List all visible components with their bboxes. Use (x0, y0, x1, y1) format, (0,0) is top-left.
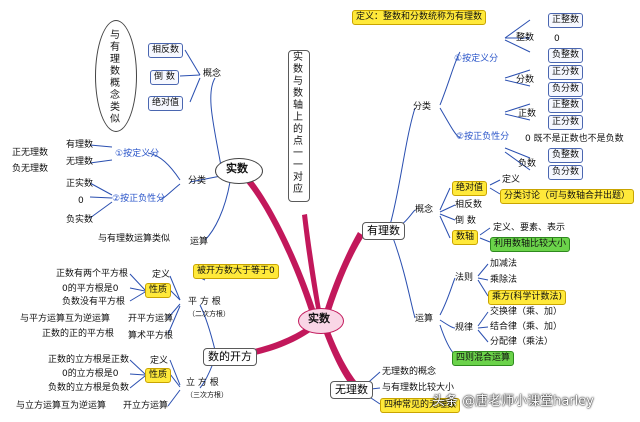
rational-pos-frac: 正分数 (548, 115, 584, 130)
rational-axis-compare: 利用数轴比较大小 (490, 237, 571, 252)
branch-axis (302, 214, 322, 318)
real-zero: 0 (78, 196, 84, 206)
branch-rational (322, 232, 364, 320)
rational-frac-pos: 正分数 (548, 65, 584, 80)
irrational-title: 无理数 (330, 381, 373, 399)
branch-real (244, 175, 318, 320)
rational-def-banner: 定义：整数和分数统称为有理数 (352, 10, 487, 25)
rational-title: 有理数 (362, 222, 405, 240)
real-def-rational: 有理数 (66, 140, 94, 150)
rational-neg-frac: 负分数 (548, 165, 584, 180)
irrational-concept: 无理数的概念 (382, 367, 437, 377)
concept-opposite: 相反数 (148, 43, 184, 58)
real-by-def-label: ①按定义分 (115, 149, 160, 159)
rational-concept-label: 概念 (415, 205, 434, 215)
rational-zero-note: 0 既不是正数也不是负数 (525, 134, 624, 144)
concept-reciprocal: 倒 数 (150, 70, 179, 85)
rational-law-distributive: 分配律（乘法） (490, 337, 554, 347)
roots-title: 数的开方 (203, 348, 257, 366)
axis-correspondence-text: 实数与数轴上的点一一对应 (293, 52, 303, 195)
rational-classify-label: 分类 (413, 102, 432, 112)
square-op-2-note: 正数的正的平方根 (42, 329, 115, 339)
cube-op: 开立方运算 (123, 401, 169, 411)
square-op-1-note: 与平方运算互为逆运算 (20, 314, 111, 324)
rational-pos-label: 正数 (518, 109, 537, 119)
branch-irrational (322, 326, 356, 385)
rational-rule-add: 加减法 (490, 259, 518, 269)
cube-prop-1: 正数的立方根是正数 (48, 355, 130, 365)
rational-rules-label: 法则 (455, 273, 474, 283)
square-root-prop: 性质 (145, 283, 172, 298)
rational-reciprocal: 倒 数 (455, 216, 476, 226)
center-ellipse (298, 308, 344, 334)
real-neg-irrational: 负无理数 (12, 164, 49, 174)
rational-int-label: 整数 (516, 33, 535, 43)
rational-neg-int: 负整数 (548, 148, 584, 163)
rational-rule-mul: 乘除法 (490, 275, 518, 285)
rational-axis-def: 定义、要素、表示 (493, 223, 566, 233)
real-classify-label: 分类 (188, 176, 207, 186)
square-root-label: 平 方 根 (188, 297, 221, 307)
rational-pos-int: 正整数 (548, 98, 584, 113)
branch-roots (240, 322, 316, 358)
real-concept-label: 概念 (203, 69, 222, 79)
real-ops-label: 运算 (190, 237, 209, 247)
real-neg-real: 负实数 (66, 215, 94, 225)
rational-int-pos: 正整数 (548, 13, 584, 28)
real-ops-item: 与有理数运算类似 (98, 234, 171, 244)
concept-absolute: 绝对值 (148, 96, 184, 111)
square-root-sub: （二次方根） (188, 310, 230, 318)
real-by-sign-label: ②按正负性分 (112, 194, 166, 204)
cube-root-prop: 性质 (145, 368, 172, 383)
rational-frac-label: 分数 (516, 75, 535, 85)
real-number-ellipse (215, 158, 263, 184)
rational-laws-label: 规律 (455, 323, 474, 333)
center-title: 实数 (308, 312, 330, 325)
cube-root-sub: （三次方根） (186, 391, 228, 399)
square-prop-2: 0的平方根是0 (62, 284, 119, 294)
square-root-def: 定义 (152, 270, 171, 280)
square-prop-3: 负数没有平方根 (62, 297, 126, 307)
irrational-compare: 与有理数比较大小 (382, 383, 455, 393)
concept-note-vertical: 与有理数概念类似 (110, 30, 120, 125)
rational-mixed-ops: 四则混合运算 (452, 351, 515, 366)
square-op-2: 算术平方根 (128, 331, 174, 341)
real-def-irrational: 无理数 (66, 157, 94, 167)
concept-note-ellipse (95, 20, 137, 132)
square-prop-1: 正数有两个平方根 (56, 269, 129, 279)
rational-law-associative: 结合律（乘、加） (490, 322, 563, 332)
rational-abs-discuss: 分类讨论（可与数轴合并出题） (500, 189, 635, 204)
cube-root-label: 立 方 根 (186, 378, 219, 388)
square-op-1: 开平方运算 (128, 314, 174, 324)
rational-frac-neg: 负分数 (548, 82, 584, 97)
axis-correspondence-box (288, 50, 310, 202)
rational-law-commutative: 交换律（乘、加） (490, 307, 563, 317)
rational-int-zero: 0 (554, 34, 560, 44)
irrational-four-kinds: 四种常见的无理数 (380, 398, 461, 413)
watermark: 头条 @唐老师小课堂harley (432, 394, 594, 409)
rational-by-def-label: ①按定义分 (454, 54, 499, 64)
cube-prop-2: 0的立方根是0 (62, 369, 119, 379)
square-root-banner: 被开方数大于等于0 (193, 264, 279, 279)
real-number-title: 实数 (226, 162, 248, 175)
rational-abs-def: 定义 (502, 175, 521, 185)
rational-by-sign-label: ②按正负性分 (456, 132, 510, 142)
real-pos-irrational: 正无理数 (12, 148, 49, 158)
cube-op-note: 与立方运算互为逆运算 (16, 401, 107, 411)
rational-abs: 绝对值 (452, 181, 488, 196)
cube-root-def: 定义 (150, 356, 169, 366)
rational-int-neg: 负整数 (548, 48, 584, 63)
real-pos-real: 正实数 (66, 179, 94, 189)
rational-rule-pow: 乘方(科学计数法) (488, 290, 567, 305)
rational-opposite: 相反数 (455, 200, 483, 210)
rational-axis: 数轴 (452, 230, 479, 245)
rational-ops-label: 运算 (415, 314, 434, 324)
cube-prop-3: 负数的立方根是负数 (48, 383, 130, 393)
rational-neg-label: 负数 (518, 159, 537, 169)
